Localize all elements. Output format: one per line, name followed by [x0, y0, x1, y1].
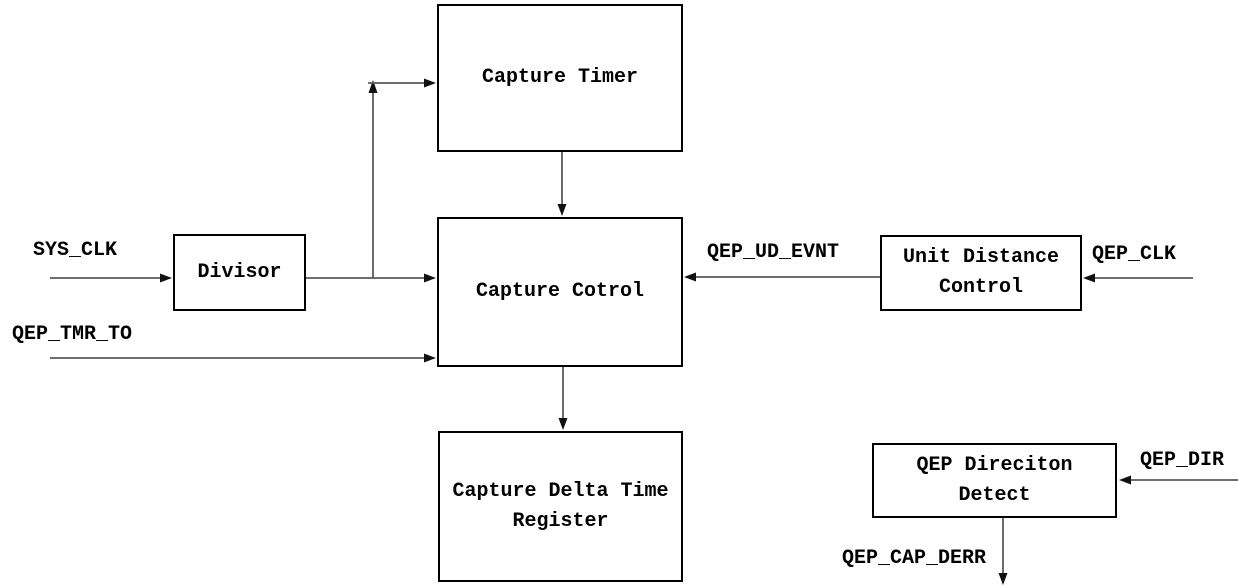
- qep-clk-arrowhead-left: [1083, 273, 1095, 283]
- signal-label-qep-cap-derr: QEP_CAP_DERR: [842, 547, 987, 570]
- qep-dir-arrow: [1119, 475, 1238, 485]
- divisor-label: Divisor: [197, 260, 282, 284]
- block-unit-distance-control: Unit Distance Control: [880, 235, 1082, 311]
- qep-ud-evnt-arrowhead-left: [684, 272, 696, 282]
- timer-to-control-arrowhead-down: [557, 204, 567, 216]
- qep-clk-arrow: [1083, 273, 1193, 283]
- qep-cap-derr-arrow: [998, 518, 1008, 585]
- control-to-register-arrowhead-down: [558, 418, 568, 430]
- branch-arrowhead-up: [368, 80, 378, 93]
- control-to-register-arrow: [558, 367, 568, 430]
- capture-control-label: Capture Cotrol: [475, 280, 645, 303]
- block-divisor: Divisor: [173, 234, 306, 311]
- signal-label-qep-tmr-to: QEP_TMR_TO: [12, 323, 133, 346]
- sys-clk-arrow: [50, 273, 172, 283]
- branch-up-arrow: [368, 78, 436, 278]
- block-capture-timer: Capture Timer: [437, 4, 683, 152]
- capture-timer-label: Capture Timer: [481, 66, 639, 89]
- signal-label-qep-ud-evnt: QEP_UD_EVNT: [707, 241, 840, 264]
- divisor-out-arrowhead-right: [424, 273, 436, 283]
- qep-cap-derr-arrowhead-down: [998, 573, 1008, 585]
- block-capture-control: Capture Cotrol: [437, 217, 683, 367]
- qep-tmr-to-arrowhead-right: [424, 353, 436, 363]
- block-capture-delta-time-register: Capture Delta Time Register: [438, 431, 683, 582]
- qep-dir-arrowhead-left: [1119, 475, 1131, 485]
- signal-label-qep-dir: QEP_DIR: [1140, 449, 1225, 472]
- qep-ud-evnt-arrow: [684, 272, 880, 282]
- signal-label-qep-clk: QEP_CLK: [1092, 243, 1177, 266]
- qep-direction-detect-label: QEP Direciton Detect: [916, 453, 1073, 507]
- capture-delta-time-register-label: Capture Delta Time Register: [452, 479, 669, 533]
- sys-clk-arrowhead-right: [160, 273, 172, 283]
- block-qep-direction-detect: QEP Direciton Detect: [872, 443, 1117, 518]
- divisor-to-capture-control-arrow: [306, 273, 436, 283]
- timer-to-control-arrow: [557, 152, 567, 216]
- branch-arrowhead-right: [424, 78, 436, 88]
- signal-label-sys-clk: SYS_CLK: [33, 239, 118, 262]
- qep-tmr-to-arrow: [50, 353, 436, 363]
- unit-distance-control-label: Unit Distance Control: [902, 246, 1060, 299]
